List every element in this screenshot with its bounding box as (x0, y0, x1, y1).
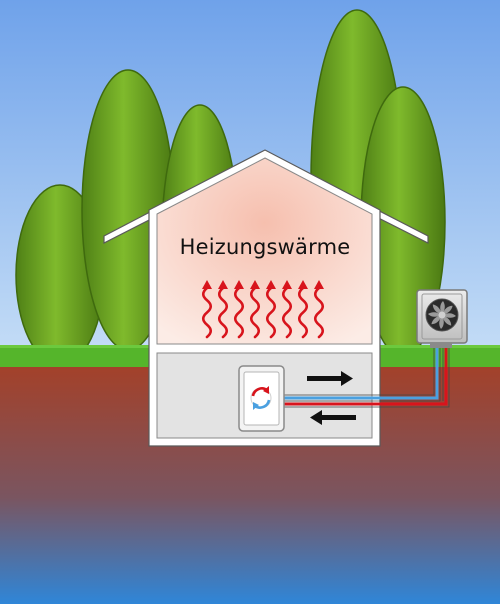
heat-wave-arrow-icon (297, 280, 309, 339)
pipe-outline (282, 345, 450, 408)
heat-waves (201, 280, 325, 339)
heat-wave-arrow-icon (249, 280, 261, 339)
flow-arrow-in-icon (310, 410, 356, 425)
heat-wave-arrow-icon (217, 280, 229, 339)
living-room (156, 157, 373, 345)
heat-wave-arrow-icon (201, 280, 213, 339)
heat-wave-arrow-icon (281, 280, 293, 339)
flow-arrow-out-icon (307, 371, 353, 386)
pipe-hot (282, 345, 448, 406)
heat-exchanger-icon (238, 365, 285, 432)
fan-icon (425, 298, 459, 332)
heat-pump-unit-icon (416, 289, 468, 348)
flow-arrows (307, 371, 356, 425)
heat-wave-arrow-icon (233, 280, 245, 339)
heat-wave-arrow-icon (313, 280, 325, 339)
pipes (282, 345, 450, 408)
heat-wave-arrow-icon (265, 280, 277, 339)
heating-label: Heizungswärme (180, 235, 351, 259)
pipe-cold (282, 345, 439, 400)
